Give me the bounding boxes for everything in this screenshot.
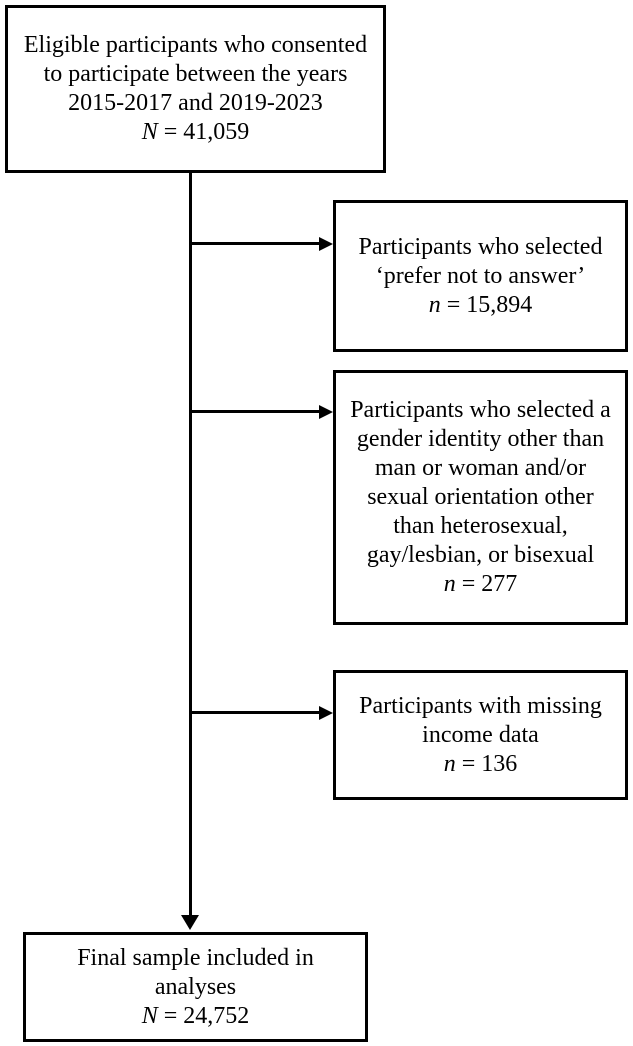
count-symbol: N	[141, 1002, 158, 1029]
count-symbol: N	[141, 119, 158, 145]
count-symbol: n	[443, 750, 456, 777]
branch-line-gender-sexuality	[189, 410, 320, 413]
branch-line-prefer-not-answer	[189, 242, 320, 245]
node-eligible-count: N = 41,059	[142, 118, 250, 147]
node-final-count: N = 24,752	[142, 1002, 250, 1031]
count-symbol: n	[428, 291, 441, 318]
node-prefer-text: Participants who selected ‘prefer not to…	[358, 233, 603, 289]
node-missing-income: Participants with missing income data n …	[333, 670, 628, 800]
branch-line-missing-income	[189, 711, 320, 714]
node-gender-sexuality-exclusion: Participants who selected a gender ident…	[333, 370, 628, 625]
node-final-text: Final sample included in analyses	[77, 944, 314, 1000]
main-vertical-connector-line	[189, 173, 192, 916]
count-value: = 41,059	[163, 119, 250, 145]
count-value: = 15,894	[446, 291, 533, 318]
node-gender-count: n = 277	[444, 570, 518, 599]
count-symbol: n	[443, 571, 456, 597]
count-value: = 136	[461, 750, 518, 777]
node-eligible-participants: Eligible participants who consented to p…	[5, 5, 386, 173]
node-final-sample: Final sample included in analyses N = 24…	[23, 932, 368, 1042]
arrowhead-right-gender-sexuality	[319, 405, 333, 419]
arrowhead-down-to-final-sample	[181, 915, 199, 930]
count-value: = 24,752	[163, 1002, 250, 1029]
node-income-text: Participants with missing income data	[359, 692, 602, 748]
node-prefer-count: n = 15,894	[429, 291, 533, 320]
node-gender-text: Participants who selected a gender ident…	[350, 397, 611, 568]
node-income-count: n = 136	[444, 750, 518, 779]
node-eligible-text: Eligible participants who consented to p…	[23, 32, 368, 116]
arrowhead-right-prefer-not-answer	[319, 237, 333, 251]
arrowhead-right-missing-income	[319, 706, 333, 720]
count-value: = 277	[461, 571, 518, 597]
node-prefer-not-to-answer: Participants who selected ‘prefer not to…	[333, 200, 628, 352]
